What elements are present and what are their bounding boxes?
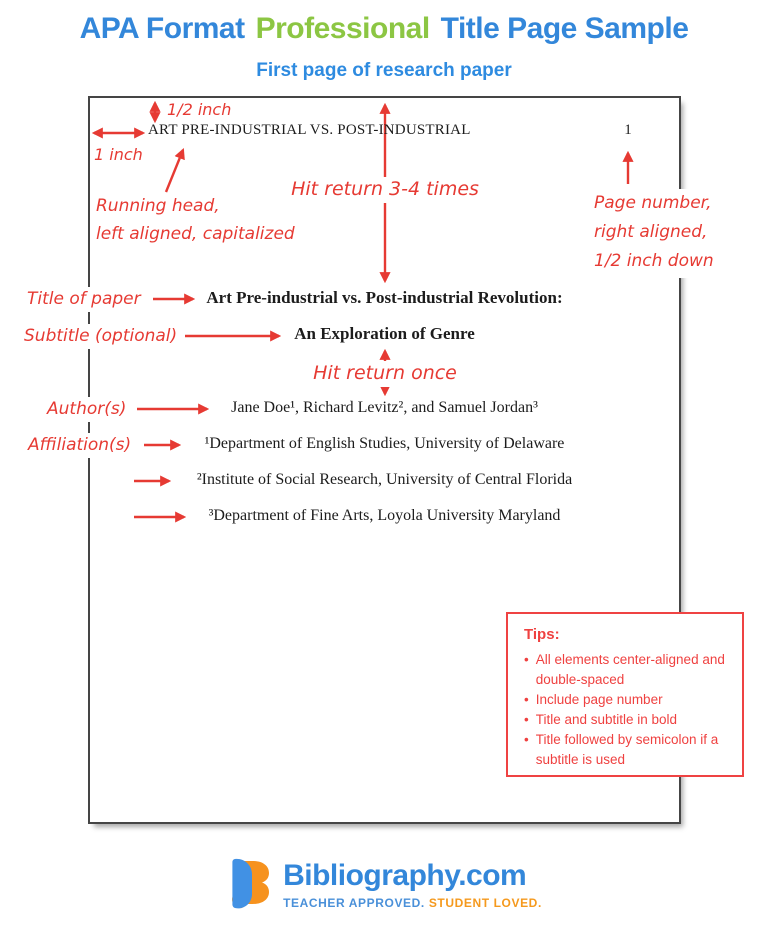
bullet-icon: • [524,732,529,747]
paper-affiliation-3: ³Department of Fine Arts, Loyola Univers… [208,507,561,524]
sub-title: First page of research paper [256,60,512,81]
authors-label: Author(s) [44,397,130,422]
main-title: APA Format Professional Title Page Sampl… [0,12,768,46]
bullet-icon: • [524,652,529,667]
footer-brand-bar: Bibliography.com TEACHER APPROVED. STUDE… [0,858,768,910]
bullet-icon: • [524,712,529,727]
running-head-note-line1: Running head, [96,196,220,216]
brand-tagline: TEACHER APPROVED. STUDENT LOVED. [283,896,542,910]
tip-text: Title and subtitle in bold [535,712,678,727]
paper-title: Art Pre-industrial vs. Post-industrial R… [206,288,563,307]
tip-text: Title followed by semicolon if a subtitl… [535,732,719,767]
tagline-teacher-approved: TEACHER APPROVED. [283,895,425,910]
running-head-note-line2: left aligned, capitalized [96,224,295,244]
tip-text: Include page number [535,692,663,707]
affiliations-label: Affiliation(s) [25,433,135,458]
tagline-student-loved: STUDENT LOVED. [428,895,542,910]
title-segment-apa-format: APA Format [79,12,246,45]
page-number: 1 [624,122,632,138]
running-head-text: ART PRE-INDUSTRIAL VS. POST-INDUSTRIAL [148,122,471,138]
bullet-icon: • [524,692,529,707]
tip-text: All elements center-aligned and double-s… [535,652,725,687]
tip-item-3: • Title and subtitle in bold [524,710,734,730]
paper-affiliation-2: ²Institute of Social Research, Universit… [196,471,573,488]
title-segment-professional: Professional [255,12,431,45]
hit-return-once-note: Hit return once [308,361,462,387]
brand-name: Bibliography.com [283,858,527,892]
running-head-note: Running head, left aligned, capitalized [96,192,295,248]
tip-item-2: • Include page number [524,690,734,710]
tip-item-4: • Title followed by semicolon if a subti… [524,730,734,770]
page-number-note-line3: 1/2 inch down [594,251,714,271]
paper-subtitle: An Exploration of Genre [294,324,475,343]
paper-affiliation-1: ¹Department of English Studies, Universi… [204,435,565,452]
title-segment-title-page-sample: Title Page Sample [440,12,689,45]
paper-authors: Jane Doe¹, Richard Levitz², and Samuel J… [231,399,538,416]
tip-item-1: • All elements center-aligned and double… [524,650,734,690]
footer-text: Bibliography.com TEACHER APPROVED. STUDE… [283,859,542,910]
tips-heading: Tips: [524,626,560,643]
page-number-note: Page number, right aligned, 1/2 inch dow… [591,189,717,278]
subtitle-optional-label: Subtitle (optional) [21,324,181,349]
hit-return-3-4-note: Hit return 3-4 times [286,177,484,203]
half-inch-label: 1/2 inch [167,100,232,119]
title-of-paper-label: Title of paper [24,287,144,312]
bibliography-logo-icon [232,858,270,909]
page-number-note-line1: Page number, [594,193,712,213]
page-number-note-line2: right aligned, [594,222,708,242]
tips-box: Tips: • All elements center-aligned and … [506,612,744,777]
one-inch-label: 1 inch [94,145,143,164]
